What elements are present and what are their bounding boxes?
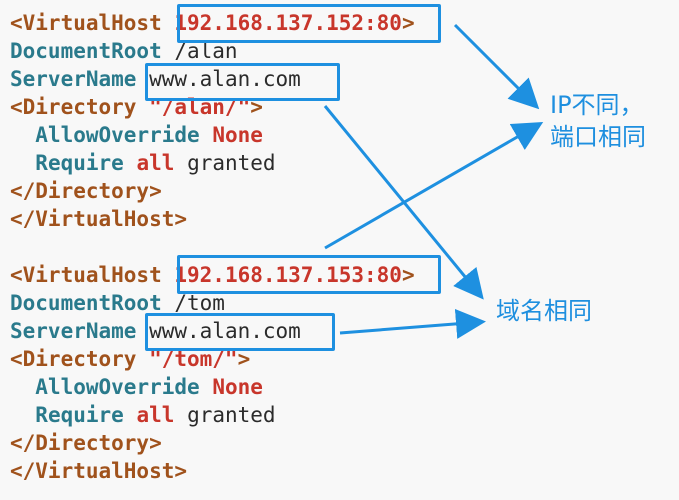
vh1-directory-end: </Directory> xyxy=(10,179,162,203)
vh1-directory-end-line: </Directory> xyxy=(10,177,162,205)
vh1-docroot-value: /alan xyxy=(161,39,238,63)
vh2-directory-path: "/tom/" xyxy=(149,347,238,371)
vh2-require-keyword: Require xyxy=(35,403,124,427)
vh1-require-keyword: Require xyxy=(35,151,124,175)
vh2-servername-highlight xyxy=(145,313,335,351)
vh2-require-line: Require all granted xyxy=(10,401,276,429)
arrow-vh2-servername-to-note xyxy=(339,308,486,339)
vh1-docroot-keyword: DocumentRoot xyxy=(10,39,162,63)
vh2-end-tag: </VirtualHost> xyxy=(10,459,188,483)
vh2-open-line: <VirtualHost 192.168.137.153:80> xyxy=(10,261,415,289)
ip-note: IP不同， 端口相同 xyxy=(550,89,646,153)
vh1-servername-keyword: ServerName xyxy=(10,67,137,91)
vh2-allowoverride-keyword: AllowOverride xyxy=(35,375,200,399)
vh1-servername-highlight xyxy=(145,63,340,101)
arrow-vh1-servername-to-note xyxy=(323,105,484,300)
vh2-docroot-keyword: DocumentRoot xyxy=(10,291,162,315)
vh2-docroot-line: DocumentRoot /tom xyxy=(10,289,225,317)
vh2-directory-open: <Directory xyxy=(10,347,150,371)
vh1-open-line: <VirtualHost 192.168.137.152:80> xyxy=(10,9,415,37)
vh2-require-all: all xyxy=(136,403,175,427)
vh2-address-highlight xyxy=(177,255,441,294)
arrow-vh1-ip-to-note xyxy=(453,23,540,110)
vh1-servername-line: ServerName www.alan.com xyxy=(10,65,301,93)
vh1-directory-open: <Directory xyxy=(10,95,150,119)
vh2-allowoverride-line: AllowOverride None xyxy=(10,373,263,401)
vh2-open-tag: <VirtualHost xyxy=(10,263,175,287)
vh2-servername-keyword: ServerName xyxy=(10,319,137,343)
vh2-directory-end: </Directory> xyxy=(10,431,162,455)
vh1-require-all: all xyxy=(136,151,175,175)
domain-note: 域名相同 xyxy=(496,297,592,325)
vh2-servername-line: ServerName www.alan.com xyxy=(10,317,301,345)
arrow-vh2-ip-to-note xyxy=(324,121,544,250)
ip-note-line2: 端口相同 xyxy=(550,123,646,151)
vh1-servername-value: www.alan.com xyxy=(149,67,301,91)
vh2-directory-end-line: </Directory> xyxy=(10,429,162,457)
vh2-allowoverride-value: None xyxy=(212,375,263,399)
vh1-allowoverride-line: AllowOverride None xyxy=(10,121,263,149)
vh2-end-line: </VirtualHost> xyxy=(10,457,187,485)
vh1-allowoverride-value: None xyxy=(212,123,263,147)
vh2-require-granted: granted xyxy=(187,403,276,427)
vh1-open-tag: <VirtualHost xyxy=(10,11,175,35)
vh2-close-bracket: > xyxy=(401,263,415,287)
vh1-address-highlight xyxy=(177,4,441,43)
vh2-directory-close: > xyxy=(237,347,251,371)
vh2-directory-line: <Directory "/tom/"> xyxy=(10,345,250,373)
vh2-docroot-value: /tom xyxy=(161,291,225,315)
vh1-directory-close: > xyxy=(250,95,263,119)
ip-note-line1: IP不同， xyxy=(550,91,644,119)
vh1-close-bracket: > xyxy=(401,11,415,35)
vh2-servername-value: www.alan.com xyxy=(149,319,301,343)
vh1-require-line: Require all granted xyxy=(10,149,276,177)
vh1-end-line: </VirtualHost> xyxy=(10,205,187,233)
vh1-docroot-line: DocumentRoot /alan xyxy=(10,37,238,65)
vh2-address: 192.168.137.153:80 xyxy=(174,263,402,287)
vh1-allowoverride-keyword: AllowOverride xyxy=(35,123,200,147)
vh1-end-tag: </VirtualHost> xyxy=(10,207,188,231)
vh1-require-granted: granted xyxy=(187,151,276,175)
vh1-address: 192.168.137.152:80 xyxy=(174,11,402,35)
